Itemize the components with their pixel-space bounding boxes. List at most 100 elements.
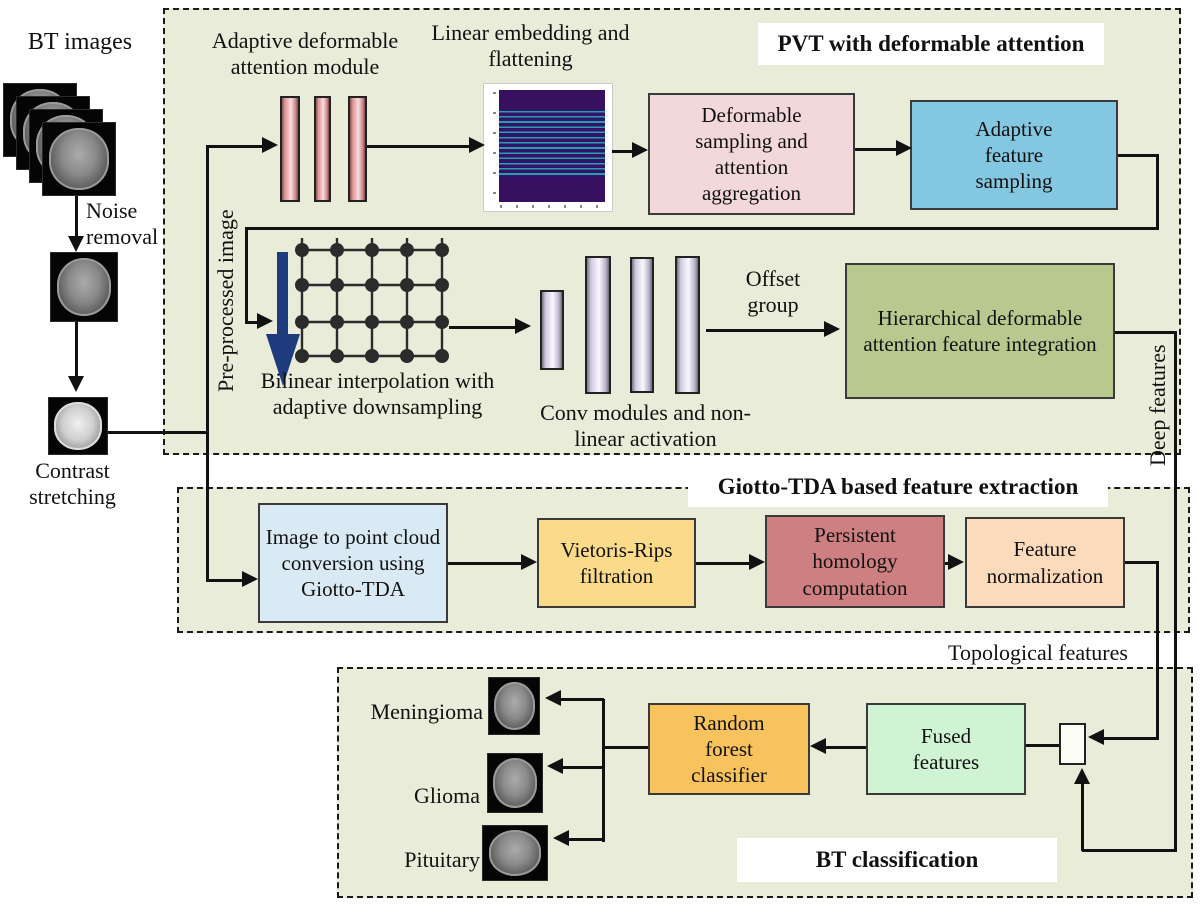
point-cloud-text: Image to point cloud conversion using Gi… [265, 524, 441, 602]
contrast-arrowhead [68, 376, 84, 392]
topological-features-label: Topological features [948, 640, 1128, 665]
wrap-line-e [245, 321, 259, 324]
pituitary-label: Pituitary [404, 847, 480, 872]
topological-arrowhead [1088, 729, 1104, 745]
trunk-to-bars-arrowhead [262, 137, 278, 153]
adaptive-feature-text: Adaptive feature sampling [975, 116, 1053, 194]
contrast-stretching-label: Contrast stretching [29, 458, 116, 509]
deep-features-line-b [1174, 331, 1177, 851]
bars-to-plot-line [367, 145, 469, 148]
contrast-arrow-line [75, 322, 78, 378]
downsample-arrow-head [266, 334, 300, 386]
conv-bar-2 [585, 256, 611, 394]
noise-removal-arrow-line [75, 196, 78, 238]
topological-line-b [1156, 561, 1159, 739]
wrap-line-b [1156, 154, 1159, 230]
grid-to-conv-arrowhead [515, 318, 531, 334]
conv-to-hier-line [706, 329, 824, 332]
class-branch-vline [602, 699, 605, 842]
glioma-image [487, 753, 543, 813]
pituitary-line [569, 838, 604, 841]
linear-embedding-label: Linear embedding and flattening [431, 20, 630, 71]
noise-removed-image [50, 252, 118, 322]
pituitary-image [482, 825, 548, 881]
vietoris-text: Vietoris-Rips filtration [560, 537, 673, 588]
meningioma-label: Meningioma [370, 699, 483, 724]
bt-images-label: BT images [27, 29, 133, 55]
fused-to-rf-line [826, 746, 866, 749]
fused-to-rf-arrowhead [810, 738, 826, 754]
bt-classification-title: BT classification [737, 838, 1057, 882]
glioma-label: Glioma [414, 783, 480, 808]
bt-image-stack-1 [42, 122, 116, 196]
embedding-y-ticks [493, 92, 496, 200]
attention-bar-2 [314, 96, 331, 202]
tda-title: Giotto-TDA based feature extraction [688, 467, 1108, 507]
normalization-box: Feature normalization [965, 517, 1125, 608]
topological-line-a [1125, 561, 1159, 564]
fused-features-box: Fused features [866, 703, 1026, 795]
preprocessed-trunk-line [206, 146, 209, 582]
homology-to-norm-arrowhead [948, 554, 964, 570]
wrap-line-a [1118, 154, 1159, 157]
adaptive-feature-box: Adaptive feature sampling [910, 100, 1118, 210]
vietoris-box: Vietoris-Rips filtration [537, 518, 696, 608]
downsample-arrow-shaft [277, 252, 288, 336]
conv-to-hier-arrowhead [824, 321, 840, 337]
wrap-line-d [245, 227, 248, 323]
embedding-x-ticks [500, 205, 605, 208]
wrap-line-arrowhead [257, 313, 273, 329]
deformable-sampling-text: Deformable sampling and attention aggreg… [695, 102, 808, 206]
hierarchical-text: Hierarchical deformable attention featur… [863, 305, 1097, 356]
glioma-arrowhead [547, 758, 563, 774]
sampling-grid-graphic [295, 238, 449, 363]
rf-branch-line [603, 746, 648, 749]
trunk-to-pointcloud-arrowhead [242, 571, 258, 587]
feature-concat-box [1059, 723, 1086, 765]
glioma-line [563, 766, 604, 769]
pituitary-arrowhead [553, 830, 569, 846]
trunk-to-pointcloud-line [206, 579, 242, 582]
deep-features-line-c [1082, 849, 1177, 852]
homology-text: Persistent homology computation [802, 523, 908, 600]
deep-features-line-d [1081, 784, 1084, 851]
contrast-stretched-image [48, 397, 108, 455]
deep-features-arrowhead [1074, 768, 1090, 784]
attention-bar-3 [348, 96, 367, 202]
random-forest-box: Random forest classifier [648, 703, 810, 795]
noise-removal-label: Noise removal [86, 198, 159, 249]
attention-bar-1 [280, 96, 300, 202]
bilinear-label: Bilinear interpolation with adaptive dow… [260, 368, 495, 419]
topological-line-c [1104, 737, 1159, 740]
vietoris-to-homology-line [696, 562, 749, 565]
conv-bar-1 [540, 290, 564, 370]
vietoris-to-homology-arrowhead [749, 554, 765, 570]
contrast-to-trunk-line [108, 431, 208, 434]
deep-features-line-a [1115, 331, 1177, 334]
preprocessed-image-label: Pre-processed image [213, 209, 238, 392]
meningioma-arrowhead [545, 690, 561, 706]
pointcloud-to-vietoris-line [448, 562, 521, 565]
homology-box: Persistent homology computation [765, 515, 945, 608]
random-forest-text: Random forest classifier [691, 710, 767, 788]
wrap-line-c [245, 227, 1159, 230]
normalization-text: Feature normalization [986, 537, 1104, 588]
offset-group-label: Offset group [745, 266, 801, 317]
pointcloud-to-vietoris-arrowhead [521, 554, 537, 570]
bars-to-plot-arrowhead [469, 137, 485, 153]
trunk-to-bars-line [206, 145, 262, 148]
meningioma-image [488, 677, 540, 735]
sampling-to-feature-arrowhead [896, 140, 912, 156]
plot-to-sampling-arrowhead [632, 142, 648, 158]
embedding-heatmap [499, 90, 605, 202]
conv-bar-4 [675, 256, 700, 394]
concat-to-fused-line [1026, 744, 1059, 747]
deep-features-label: Deep features [1145, 344, 1170, 467]
deformable-sampling-box: Deformable sampling and attention aggreg… [648, 93, 855, 215]
adaptive-module-label: Adaptive deformable attention module [211, 28, 399, 79]
conv-bar-3 [630, 257, 654, 393]
grid-to-conv-line [449, 326, 515, 329]
fused-features-text: Fused features [912, 723, 980, 774]
meningioma-line [561, 698, 604, 701]
